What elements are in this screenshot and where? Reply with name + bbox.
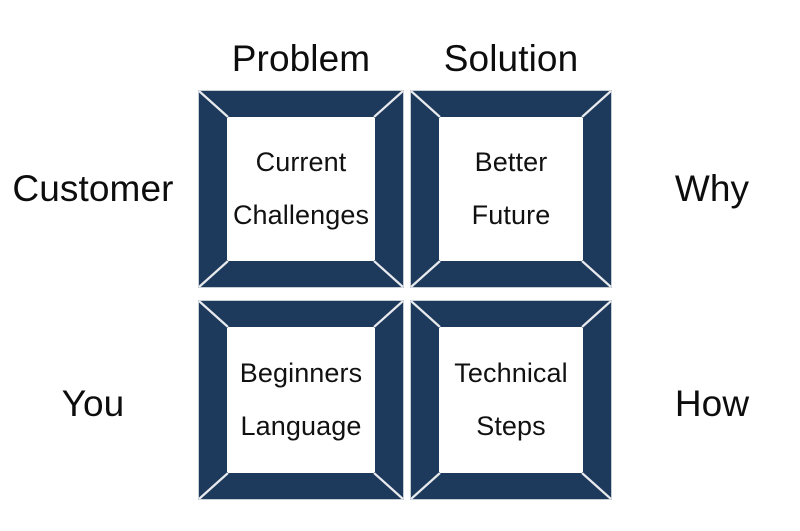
cell-line-1: Technical xyxy=(454,358,568,388)
row-label-why: Why xyxy=(674,168,750,209)
column-header-problem: Problem xyxy=(231,38,371,79)
matrix-cell-text: Technical Steps xyxy=(439,328,583,472)
matrix-cell-solution-why[interactable]: Better Future xyxy=(410,90,612,288)
cell-line-1: Current xyxy=(255,147,347,177)
row-label-how: How xyxy=(674,383,750,424)
cell-line-2: Language xyxy=(240,411,362,441)
row-label-you: You xyxy=(61,383,125,424)
cell-line-2: Challenges xyxy=(232,200,370,230)
cell-line-2: Steps xyxy=(476,411,546,441)
matrix-cell-text: Beginners Language xyxy=(227,328,375,472)
matrix-cell-solution-how[interactable]: Technical Steps xyxy=(410,300,612,500)
matrix-cell-problem-you[interactable]: Beginners Language xyxy=(198,300,404,500)
cell-line-2: Future xyxy=(471,200,551,230)
row-label-customer: Customer xyxy=(12,168,174,209)
cell-line-1: Better xyxy=(474,147,548,177)
matrix-cell-problem-customer[interactable]: Current Challenges xyxy=(198,90,404,288)
matrix-cell-text: Current Challenges xyxy=(227,118,375,260)
matrix-cell-text: Better Future xyxy=(439,118,583,260)
column-header-solution: Solution xyxy=(443,38,579,79)
cell-line-1: Beginners xyxy=(239,358,363,388)
